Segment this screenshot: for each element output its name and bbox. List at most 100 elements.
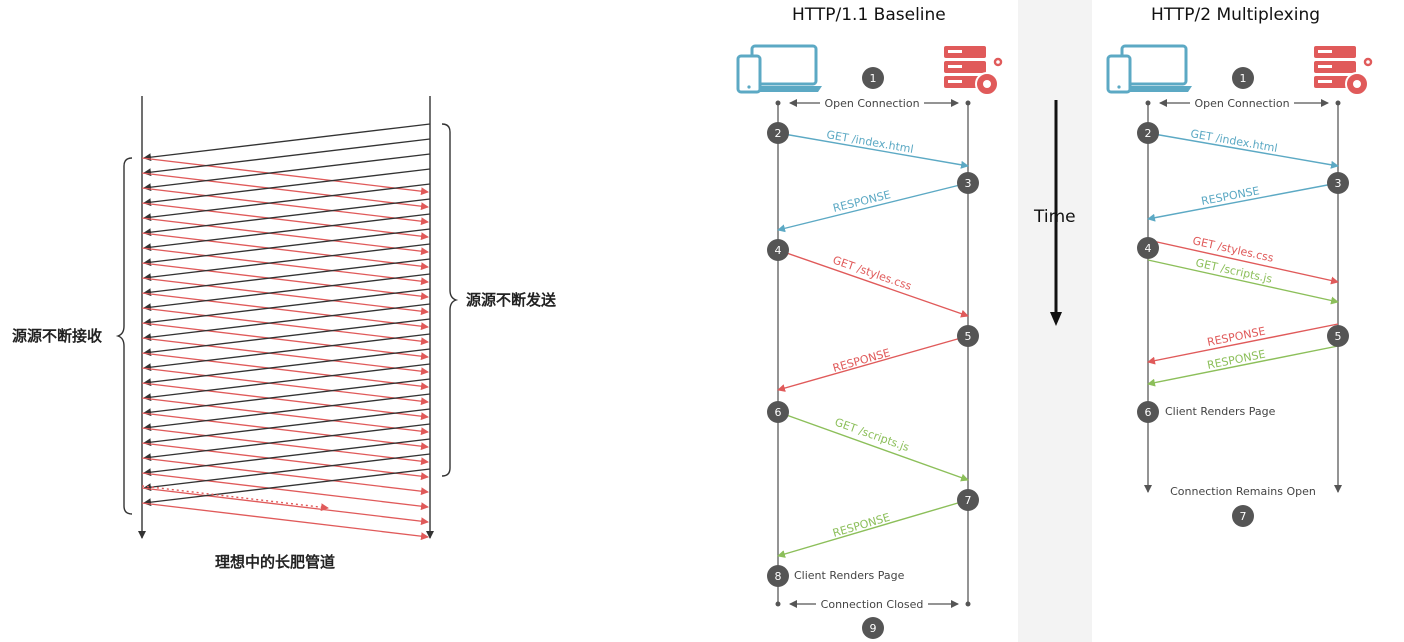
- http2-client-renders: Client Renders Page: [1165, 405, 1276, 418]
- svg-text:4: 4: [775, 244, 782, 257]
- ack-arrow: [141, 187, 429, 226]
- svg-text:1: 1: [1240, 72, 1247, 85]
- ack-arrow: [141, 457, 429, 496]
- data-packet-arrow: [143, 213, 431, 252]
- time-arrowhead: [1050, 312, 1062, 326]
- client-device-icon: [1106, 44, 1192, 94]
- svg-text:3: 3: [1335, 177, 1342, 190]
- http1-step-8: 8: [767, 565, 789, 587]
- http2-step-1: 1: [1232, 67, 1254, 89]
- data-packet-arrow: [143, 123, 431, 162]
- data-packet-arrow: [143, 363, 431, 402]
- pending-dotted-arrow: [141, 485, 329, 512]
- data-packet-arrow: [143, 288, 431, 327]
- http1-step-6: 6: [767, 401, 789, 423]
- http2-step-3: 3: [1327, 172, 1349, 194]
- ack-arrow: [141, 352, 429, 391]
- ack-arrow: [141, 292, 429, 331]
- svg-text:5: 5: [965, 330, 972, 343]
- svg-text:8: 8: [775, 570, 782, 583]
- data-packet-arrow: [143, 198, 431, 237]
- ack-arrow: [141, 472, 429, 511]
- http1-step-9: 9: [862, 617, 884, 639]
- http1-title: HTTP/1.1 Baseline: [792, 5, 946, 25]
- ack-arrow: [141, 307, 429, 346]
- svg-text:1: 1: [870, 72, 877, 85]
- http1-step-7: 7: [957, 489, 979, 511]
- svg-text:7: 7: [965, 494, 972, 507]
- server-icon: [944, 46, 1004, 96]
- http1-get-index-arrow: [777, 132, 969, 169]
- receive-label: 源源不断接收: [12, 327, 102, 345]
- receive-brace: [115, 157, 133, 515]
- svg-text:3: 3: [965, 177, 972, 190]
- http2-step-5: 5: [1327, 325, 1349, 347]
- http2-step-4: 4: [1137, 237, 1159, 259]
- data-packet-arrow: [143, 318, 431, 357]
- svg-text:2: 2: [1145, 127, 1152, 140]
- data-packet-arrow: [143, 168, 431, 207]
- data-packet-arrow: [143, 348, 431, 387]
- http2-get-scripts-arrow: [1147, 259, 1339, 305]
- data-packet-arrow: [143, 303, 431, 342]
- ack-arrow: [141, 247, 429, 286]
- data-packet-arrow: [143, 393, 431, 432]
- ack-arrow: [141, 382, 429, 421]
- http2-title: HTTP/2 Multiplexing: [1151, 5, 1320, 25]
- ack-arrow: [141, 157, 429, 196]
- ack-arrow: [141, 172, 429, 211]
- http2-get-index-arrow: [1147, 132, 1339, 169]
- long-fat-pipe-diagram: 源源不断接收 源源不断发送 理想中的长肥管道: [12, 96, 557, 571]
- server-icon: [1314, 46, 1374, 96]
- http2-open-connection: Open Connection: [1194, 97, 1289, 110]
- ack-arrow: [141, 367, 429, 406]
- ack-arrow: [141, 322, 429, 361]
- data-packet-arrow: [143, 183, 431, 222]
- data-packet-arrow: [143, 468, 431, 507]
- data-packet-arrow: [143, 378, 431, 417]
- pipe-arrows: [141, 123, 431, 541]
- ack-arrow: [141, 397, 429, 436]
- http1-response-1-arrow: [777, 182, 969, 233]
- data-packet-arrow: [143, 438, 431, 477]
- http1-response-3-label: RESPONSE: [831, 511, 891, 540]
- data-packet-arrow: [143, 408, 431, 447]
- http1-get-scripts-label: GET /scripts.js: [833, 416, 911, 455]
- http1-connection-closed: Connection Closed: [821, 598, 924, 611]
- svg-text:6: 6: [775, 406, 782, 419]
- data-packet-arrow: [143, 228, 431, 267]
- caption: 理想中的长肥管道: [215, 553, 335, 571]
- ack-arrow: [141, 487, 429, 526]
- ack-arrow: [141, 427, 429, 466]
- http1-get-index-label: GET /index.html: [825, 128, 914, 156]
- http2-get-styles-arrow: [1147, 239, 1339, 285]
- http2-response-styles-label: RESPONSE: [1206, 325, 1266, 349]
- ack-arrow: [141, 412, 429, 451]
- http1-response-2-arrow: [777, 335, 969, 392]
- send-label: 源源不断发送: [466, 291, 557, 309]
- svg-text:5: 5: [1335, 330, 1342, 343]
- data-packet-arrow: [143, 258, 431, 297]
- svg-text:6: 6: [1145, 406, 1152, 419]
- svg-text:7: 7: [1240, 510, 1247, 523]
- svg-text:9: 9: [870, 622, 877, 635]
- http2-response-1-arrow: [1147, 182, 1339, 222]
- ack-arrow: [141, 202, 429, 241]
- http2-get-index-label: GET /index.html: [1189, 127, 1278, 155]
- http2-step-2: 2: [1137, 122, 1159, 144]
- http2-step-7: 7: [1232, 505, 1254, 527]
- ack-arrow: [141, 232, 429, 271]
- http1-open-connection: Open Connection: [824, 97, 919, 110]
- ack-arrow: [141, 217, 429, 256]
- http2-step-6: 6: [1137, 401, 1159, 423]
- http2-connection-remains: Connection Remains Open: [1170, 485, 1316, 498]
- http1-get-scripts-arrow: [777, 411, 969, 482]
- http1-step-1: 1: [862, 67, 884, 89]
- data-packet-arrow: [143, 453, 431, 492]
- http2-response-styles-arrow: [1147, 323, 1339, 365]
- http1-response-1-label: RESPONSE: [832, 188, 892, 215]
- http1-step-3: 3: [957, 172, 979, 194]
- http1-step-5: 5: [957, 325, 979, 347]
- time-label: Time: [1033, 207, 1076, 227]
